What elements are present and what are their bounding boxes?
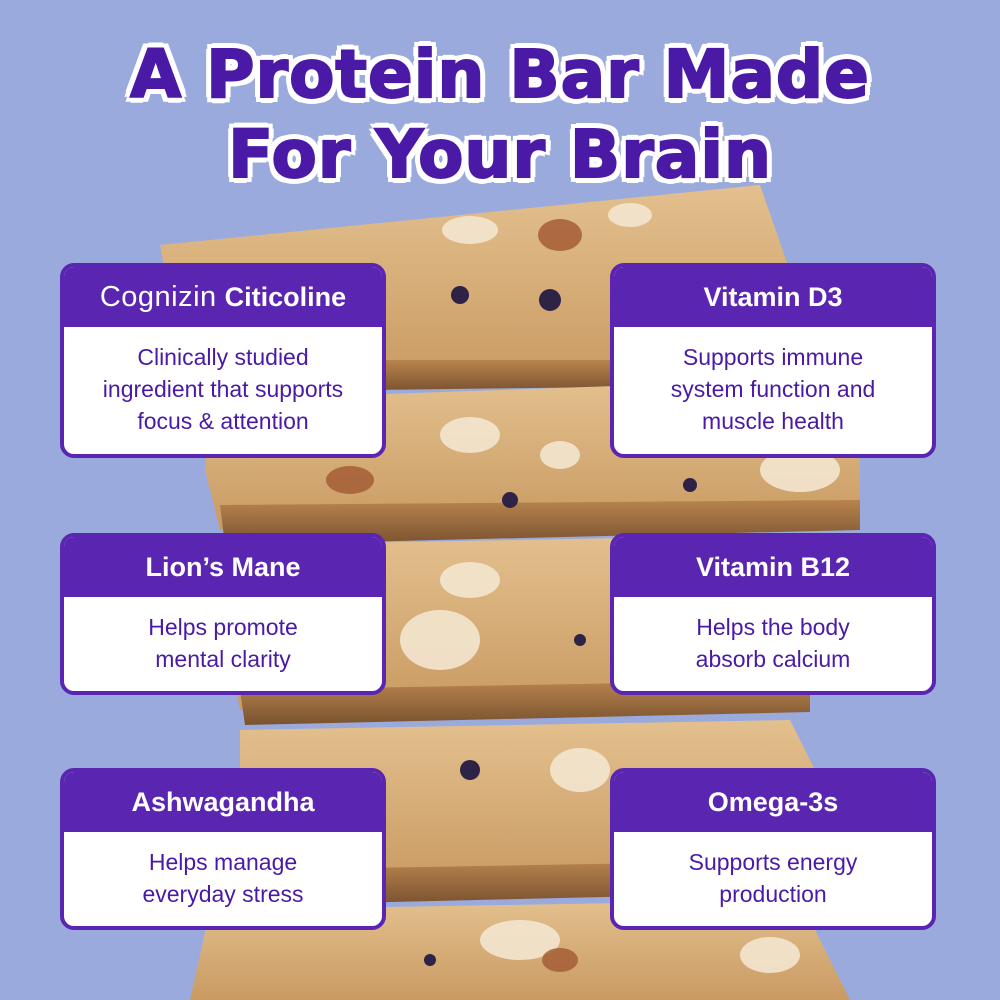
card-body: Clinically studied ingredient that suppo… bbox=[64, 327, 382, 437]
card-text-line: muscle health bbox=[702, 408, 844, 434]
card-text-line: Helps promote bbox=[148, 614, 298, 640]
card-vitamin-d3: Vitamin D3 Supports immune system functi… bbox=[610, 263, 936, 458]
card-text-line: Helps the body bbox=[696, 614, 850, 640]
card-text-line: system function and bbox=[670, 376, 876, 402]
card-title: Lion’s Mane bbox=[64, 537, 382, 597]
card-text-line: mental clarity bbox=[155, 646, 291, 672]
card-lions-mane: Lion’s Mane Helps promote mental clarity bbox=[60, 533, 386, 695]
card-omega-3s: Omega-3s Supports energy production bbox=[610, 768, 936, 930]
card-body: Helps the body absorb calcium bbox=[614, 597, 932, 675]
card-title: Ashwagandha bbox=[64, 772, 382, 832]
card-ashwagandha: Ashwagandha Helps manage everyday stress bbox=[60, 768, 386, 930]
card-text-line: production bbox=[719, 881, 827, 907]
card-body: Supports energy production bbox=[614, 832, 932, 910]
card-title: Omega-3s bbox=[614, 772, 932, 832]
card-text-line: Helps manage bbox=[148, 849, 298, 875]
headline-line-1: A Protein Bar Made bbox=[129, 36, 870, 113]
cognizin-logo: Cognizin bbox=[99, 281, 217, 313]
card-title: Vitamin D3 bbox=[614, 267, 932, 327]
card-body: Helps promote mental clarity bbox=[64, 597, 382, 675]
card-vitamin-b12: Vitamin B12 Helps the body absorb calciu… bbox=[610, 533, 936, 695]
card-text-line: Clinically studied bbox=[137, 344, 309, 370]
card-title: Vitamin B12 bbox=[614, 537, 932, 597]
card-body: Supports immune system function and musc… bbox=[614, 327, 932, 437]
card-text-line: Supports immune bbox=[682, 344, 864, 370]
card-text-line: absorb calcium bbox=[695, 646, 851, 672]
card-title: Citicoline bbox=[224, 282, 347, 312]
card-text-line: Supports energy bbox=[688, 849, 858, 875]
headline-line-2: For Your Brain bbox=[227, 116, 772, 193]
card-text-line: focus & attention bbox=[137, 408, 309, 434]
card-text-line: ingredient that supports bbox=[102, 376, 344, 402]
card-body: Helps manage everyday stress bbox=[64, 832, 382, 910]
card-text-line: everyday stress bbox=[142, 881, 304, 907]
